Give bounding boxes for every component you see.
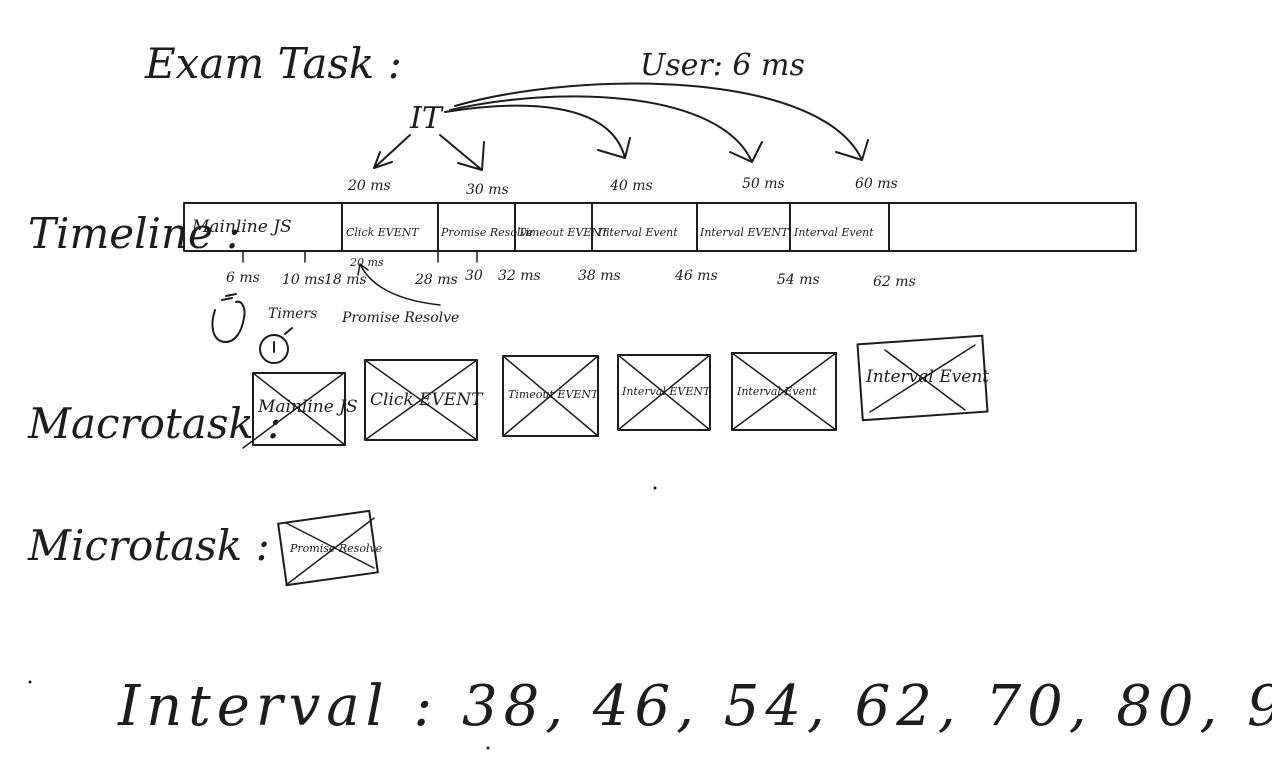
interval-summary: Interval : 38, 46, 54, 62, 70, 80, 90 [117,674,1272,739]
timeline-segment-timeout: Timeout EVENT [518,226,610,239]
timeline-label: Timeline : [28,209,240,258]
time-28ms: 28 ms [414,272,458,288]
arrow-label-60ms: 60 ms [855,176,898,192]
macrotask-label: Macrotask : [27,399,281,448]
macrotask-item-click-label: Click EVENT [370,390,484,410]
timeline-segment-mainline: Mainline JS [191,217,292,237]
time-6ms: 6 ms [226,270,260,286]
time-18ms: 18 ms [324,272,367,288]
macrotask-item-mainline: Mainline JS [242,372,358,449]
time-10ms: 10 ms [282,272,325,288]
arrow-label-30ms: 30 ms [466,182,509,198]
title: Exam Task : [144,39,402,88]
time-62ms: 62 ms [873,274,916,290]
macrotask-item-mainline-label: Mainline JS [257,397,358,417]
microtask-label: Microtask : [27,521,270,570]
time-30: 30 [465,268,483,284]
interval-origin-label: IT [409,101,444,136]
macrotask-item-interval-1: Interval EVENT [617,354,712,431]
timeline-segment-interval-1: Interval Event [597,226,678,239]
arrow-60ms [454,82,869,161]
macrotask-item-interval-3: Interval Event [856,334,989,422]
microtask-item-promise-label: Promise Resolve [289,542,383,555]
arrow-50ms [449,95,763,163]
timer-icon [211,293,293,364]
promise-arrow [357,263,441,306]
time-54ms: 54 ms [777,272,820,288]
timeline-segment-interval-3: Interval Event [793,226,874,239]
time-46ms: 46 ms [674,268,718,284]
macrotask-item-interval-2: Interval Event [731,352,837,431]
arrow-label-50ms: 50 ms [742,176,785,192]
stray-dot [653,486,657,490]
timeline-segment-click: Click EVENT [346,226,420,239]
time-38ms: 38 ms [578,268,621,284]
macrotask-item-click: Click EVENT [364,359,484,441]
timeline-bar [183,202,1137,263]
arrow-40ms [444,104,631,159]
arrow-30ms [439,134,485,171]
arrow-20ms [373,134,411,169]
macrotask-item-interval-3-label: Interval Event [865,367,989,387]
time-20ms: 20 ms [349,256,384,269]
arrow-label-40ms: 40 ms [609,178,653,194]
interval-arrows [373,82,869,171]
promise-note: Promise Resolve [341,310,459,326]
timer-note: Timers [268,306,317,322]
macrotask-queue: Mainline JS Click EVENT Timeout EVENT In… [242,334,989,449]
macrotask-item-interval-1-label: Interval EVENT [621,385,712,398]
stray-dot [28,680,32,684]
stray-dot [486,746,490,750]
microtask-queue: Promise Resolve [277,509,383,587]
timeline-segment-interval-2: Interval EVENT [699,226,790,239]
user-note: User: 6 ms [640,48,805,83]
microtask-item-promise: Promise Resolve [277,509,383,587]
arrow-label-20ms: 20 ms [347,178,391,194]
timeline-segment-promise: Promise Resolve [440,226,534,239]
macrotask-item-timeout: Timeout EVENT [502,355,600,437]
macrotask-item-interval-2-label: Interval Event [736,385,817,398]
macrotask-item-timeout-label: Timeout EVENT [508,388,600,401]
time-32ms: 32 ms [498,268,541,284]
